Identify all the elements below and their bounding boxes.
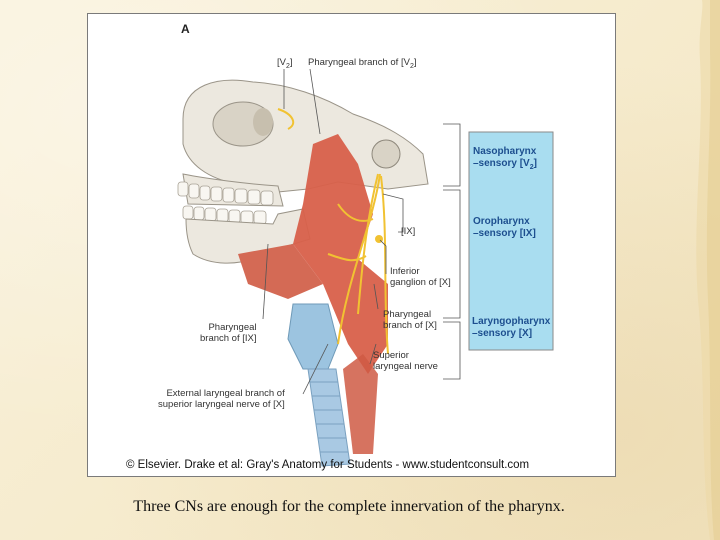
region-laryngopharynx: Laryngopharynx–sensory [X] [472,316,551,339]
nerve-paths [277,108,389,355]
region-nasopharynx: Nasopharynx–sensory [V2] [473,146,537,171]
pharynx-muscle-shape [293,134,388,374]
ear-canal-shape [371,139,401,169]
decorative-corner [696,0,720,540]
sensory-region-panel [468,131,554,351]
anatomy-figure: A [V2] Pharyngeal branch of [V2] [IX] In… [87,13,616,477]
upper-teeth [177,181,274,206]
sternocleidomastoid-shape [343,354,378,454]
trachea-shape [307,368,351,467]
label-ix: [IX] [401,226,416,237]
sinus-shape [253,108,273,136]
hyoglossus-muscle-shape [238,244,323,299]
leader-lines [262,68,461,395]
region-oropharynx: Oropharynx–sensory [IX] [473,216,536,239]
pharynx-innervation-illustration [177,68,554,467]
label-v2: [V2] [277,57,293,70]
copyright-notice: © Elsevier. Drake et al: Gray's Anatomy … [126,459,530,471]
panel-letter: A [181,22,190,36]
slide-caption: Three CNs are enough for the complete in… [133,498,565,515]
thyroid-cartilage-shape [287,303,339,370]
label-pharyngeal-branch-v2: Pharyngeal branch of [V2] [308,57,417,70]
